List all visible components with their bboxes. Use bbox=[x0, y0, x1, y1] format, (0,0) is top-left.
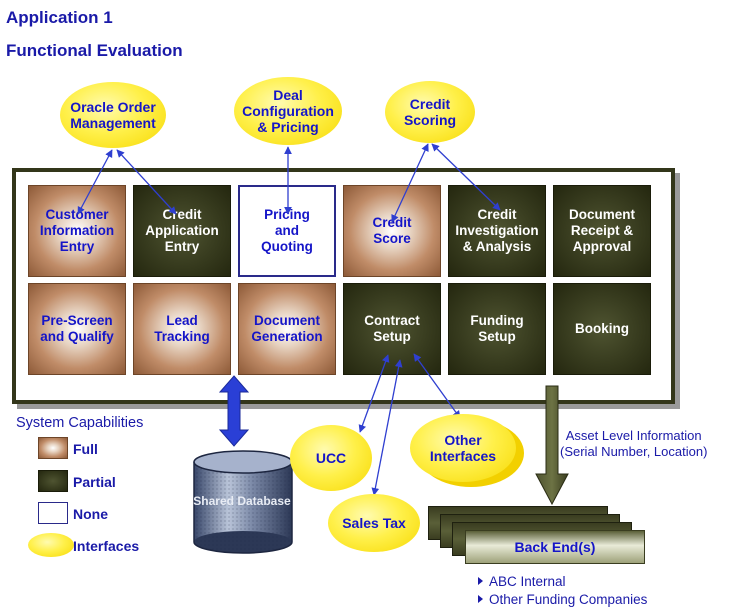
asset-level-information: Asset Level Information (Serial Number, … bbox=[560, 428, 707, 460]
cell-label: Contract Setup bbox=[364, 313, 420, 344]
interface-other-interfaces: Other Interfaces bbox=[410, 414, 516, 482]
cell-label: Pricing and Quoting bbox=[261, 207, 313, 254]
cell-document-generation: Document Generation bbox=[238, 283, 336, 375]
legend-swatch-interfaces bbox=[28, 533, 74, 557]
cell-label: Booking bbox=[575, 321, 629, 336]
legend-title: System Capabilities bbox=[16, 415, 144, 431]
cell-label: Lead Tracking bbox=[154, 313, 210, 344]
legend-label-none: None bbox=[73, 506, 108, 522]
back-end-item-label: Other Funding Companies bbox=[489, 592, 648, 607]
interface-label: Sales Tax bbox=[342, 515, 406, 531]
interface-label: Other Interfaces bbox=[429, 432, 497, 464]
cell-label: Credit Investigation & Analysis bbox=[455, 207, 539, 254]
page-subtitle: Functional Evaluation bbox=[6, 41, 183, 60]
legend-label-full: Full bbox=[73, 441, 98, 457]
bullet-icon bbox=[478, 577, 483, 585]
legend-swatch-full bbox=[38, 437, 68, 459]
bullet-icon bbox=[478, 595, 483, 603]
legend-label-partial: Partial bbox=[73, 474, 116, 490]
database-label: Shared Database bbox=[193, 494, 291, 508]
cell-booking: Booking bbox=[553, 283, 651, 375]
interface-label: Deal Configuration & Pricing bbox=[242, 87, 334, 135]
interface-oracle-order-management: Oracle Order Management bbox=[60, 82, 166, 148]
legend-swatch-partial bbox=[38, 470, 68, 492]
interface-sales-tax: Sales Tax bbox=[328, 494, 420, 552]
cell-label: Credit Application Entry bbox=[145, 207, 219, 254]
interface-deal-configuration: Deal Configuration & Pricing bbox=[234, 77, 342, 145]
asset-line-2: (Serial Number, Location) bbox=[560, 444, 708, 459]
cell-label: Pre-Screen and Qualify bbox=[40, 313, 114, 344]
cell-lead-tracking: Lead Tracking bbox=[133, 283, 231, 375]
cell-label: Funding Setup bbox=[470, 313, 524, 344]
cell-pricing-and-quoting: Pricing and Quoting bbox=[238, 185, 336, 277]
interface-ucc: UCC bbox=[290, 425, 372, 491]
cell-label: Document Receipt & Approval bbox=[568, 207, 635, 254]
cell-customer-information-entry: Customer Information Entry bbox=[28, 185, 126, 277]
cell-credit-score: Credit Score bbox=[343, 185, 441, 277]
cell-label: Document Generation bbox=[251, 313, 323, 344]
back-end-label: Back End(s) bbox=[514, 539, 596, 555]
back-end-item: ABC Internal bbox=[478, 574, 566, 589]
cell-contract-setup: Contract Setup bbox=[343, 283, 441, 375]
cell-credit-application-entry: Credit Application Entry bbox=[133, 185, 231, 277]
back-end-item: Other Funding Companies bbox=[478, 592, 647, 607]
legend-label-interfaces: Interfaces bbox=[73, 538, 140, 554]
cell-funding-setup: Funding Setup bbox=[448, 283, 546, 375]
cell-pre-screen-qualify: Pre-Screen and Qualify bbox=[28, 283, 126, 375]
cell-credit-investigation: Credit Investigation & Analysis bbox=[448, 185, 546, 277]
back-end-card: Back End(s) bbox=[465, 530, 645, 564]
page-title: Application 1 bbox=[6, 8, 113, 27]
interface-label: Credit Scoring bbox=[403, 96, 457, 128]
interface-label: Oracle Order Management bbox=[70, 99, 156, 131]
back-end-item-label: ABC Internal bbox=[489, 574, 566, 589]
cell-document-receipt: Document Receipt & Approval bbox=[553, 185, 651, 277]
interface-credit-scoring: Credit Scoring bbox=[385, 81, 475, 143]
legend-swatch-none bbox=[38, 502, 68, 524]
asset-line-1: Asset Level Information bbox=[565, 428, 702, 443]
cell-label: Credit Score bbox=[372, 215, 412, 246]
cell-label: Customer Information Entry bbox=[39, 207, 115, 254]
interface-label: UCC bbox=[315, 450, 347, 466]
